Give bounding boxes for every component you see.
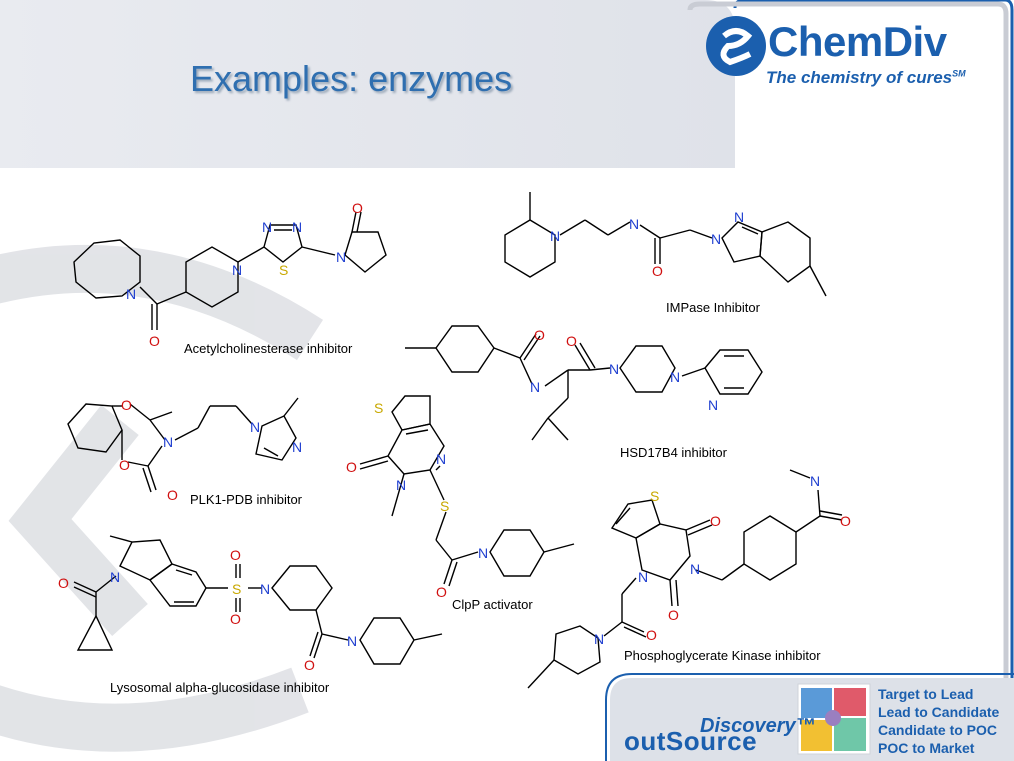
atom-labels: N O N N N S N O N N O N N O N O N N N O … [58, 200, 851, 673]
svg-text:S: S [440, 498, 449, 514]
frame-right [733, 0, 1014, 758]
svg-text:N: N [530, 379, 540, 395]
molecule-plk1 [67, 397, 299, 493]
discovery-text: Discovery™ [700, 715, 816, 737]
svg-text:N: N [163, 434, 173, 450]
svg-text:N: N [396, 477, 406, 493]
svg-text:N: N [126, 286, 136, 302]
tagline-mark: SM [952, 68, 966, 79]
caption-lysosomal: Lysosomal alpha-glucosidase inhibitor [110, 680, 330, 695]
svg-text:N: N [690, 561, 700, 577]
svg-text:N: N [260, 581, 270, 597]
frame-right-gray [687, 1, 1009, 758]
svg-text:O: O [352, 200, 363, 216]
svg-text:N: N [347, 633, 357, 649]
svg-text:O: O [710, 513, 721, 529]
svg-text:N: N [336, 249, 346, 265]
svg-text:S: S [374, 400, 383, 416]
caption-pgk: Phosphoglycerate Kinase inhibitor [624, 648, 821, 663]
molecule-clpp [359, 395, 575, 587]
svg-text:N: N [110, 569, 120, 585]
svg-text:O: O [121, 397, 132, 413]
header-band [0, 0, 735, 168]
svg-text:N: N [478, 545, 488, 561]
molecule-acetylcholinesterase [73, 211, 387, 330]
molecule-impase [504, 192, 827, 297]
stage-item: Target to Lead [878, 686, 974, 702]
svg-text:S: S [279, 262, 288, 278]
stage-item: POC to Market [878, 740, 975, 756]
tagline-text: The chemistry of cures [766, 68, 953, 87]
molecule-lysosomal [73, 535, 443, 665]
svg-text:N: N [292, 439, 302, 455]
puzzle-logo-icon [797, 683, 871, 755]
svg-text:S: S [232, 581, 241, 597]
svg-text:N: N [629, 216, 639, 232]
molecule-hsd17b4 [405, 325, 763, 441]
svg-text:O: O [646, 627, 657, 643]
footer-line [605, 673, 1014, 761]
svg-text:O: O [119, 457, 130, 473]
svg-text:O: O [436, 584, 447, 600]
svg-text:N: N [609, 361, 619, 377]
chemdiv-logo-icon [706, 16, 766, 76]
svg-text:O: O [652, 263, 663, 279]
caption-clpp: ClpP activator [452, 597, 533, 612]
svg-text:O: O [534, 327, 545, 343]
svg-text:O: O [230, 611, 241, 627]
svg-text:S: S [650, 488, 659, 504]
svg-text:N: N [550, 228, 560, 244]
outsource-text: outSource [624, 726, 758, 756]
svg-text:O: O [149, 333, 160, 349]
caption-impase: IMPase Inhibitor [666, 300, 760, 315]
svg-text:N: N [250, 419, 260, 435]
chemdiv-tagline: The chemistry of curesSM [766, 68, 966, 88]
svg-text:O: O [668, 607, 679, 623]
stage-list: Target to Lead Lead to Candidate Candida… [878, 685, 999, 757]
svg-text:N: N [711, 231, 721, 247]
svg-text:N: N [638, 569, 648, 585]
svg-text:N: N [670, 369, 680, 385]
caption-acetylcholinesterase: Acetylcholinesterase inhibitor [184, 341, 353, 356]
svg-text:O: O [840, 513, 851, 529]
stage-item: Candidate to POC [878, 722, 998, 738]
caption-plk1: PLK1-PDB inhibitor [190, 492, 302, 507]
svg-text:N: N [436, 451, 446, 467]
stage-item: Lead to Candidate [878, 704, 1000, 720]
svg-text:O: O [304, 657, 315, 673]
svg-text:N: N [594, 631, 604, 647]
svg-text:N: N [232, 262, 242, 278]
page-title: Examples: enzymes [190, 58, 513, 99]
svg-text:O: O [58, 575, 69, 591]
svg-text:N: N [734, 209, 744, 225]
svg-text:N: N [292, 219, 302, 235]
molecule-pgk [527, 469, 843, 689]
caption-hsd17b4: HSD17B4 inhibitor [620, 445, 727, 460]
svg-text:O: O [566, 333, 577, 349]
chemdiv-logo-text: ChemDiv [768, 18, 947, 65]
svg-text:O: O [230, 547, 241, 563]
svg-text:N: N [262, 219, 272, 235]
svg-text:N: N [810, 473, 820, 489]
svg-text:O: O [167, 487, 178, 503]
svg-text:O: O [346, 459, 357, 475]
watermark [0, 244, 324, 752]
svg-text:N: N [708, 397, 718, 413]
molecules [67, 192, 843, 689]
